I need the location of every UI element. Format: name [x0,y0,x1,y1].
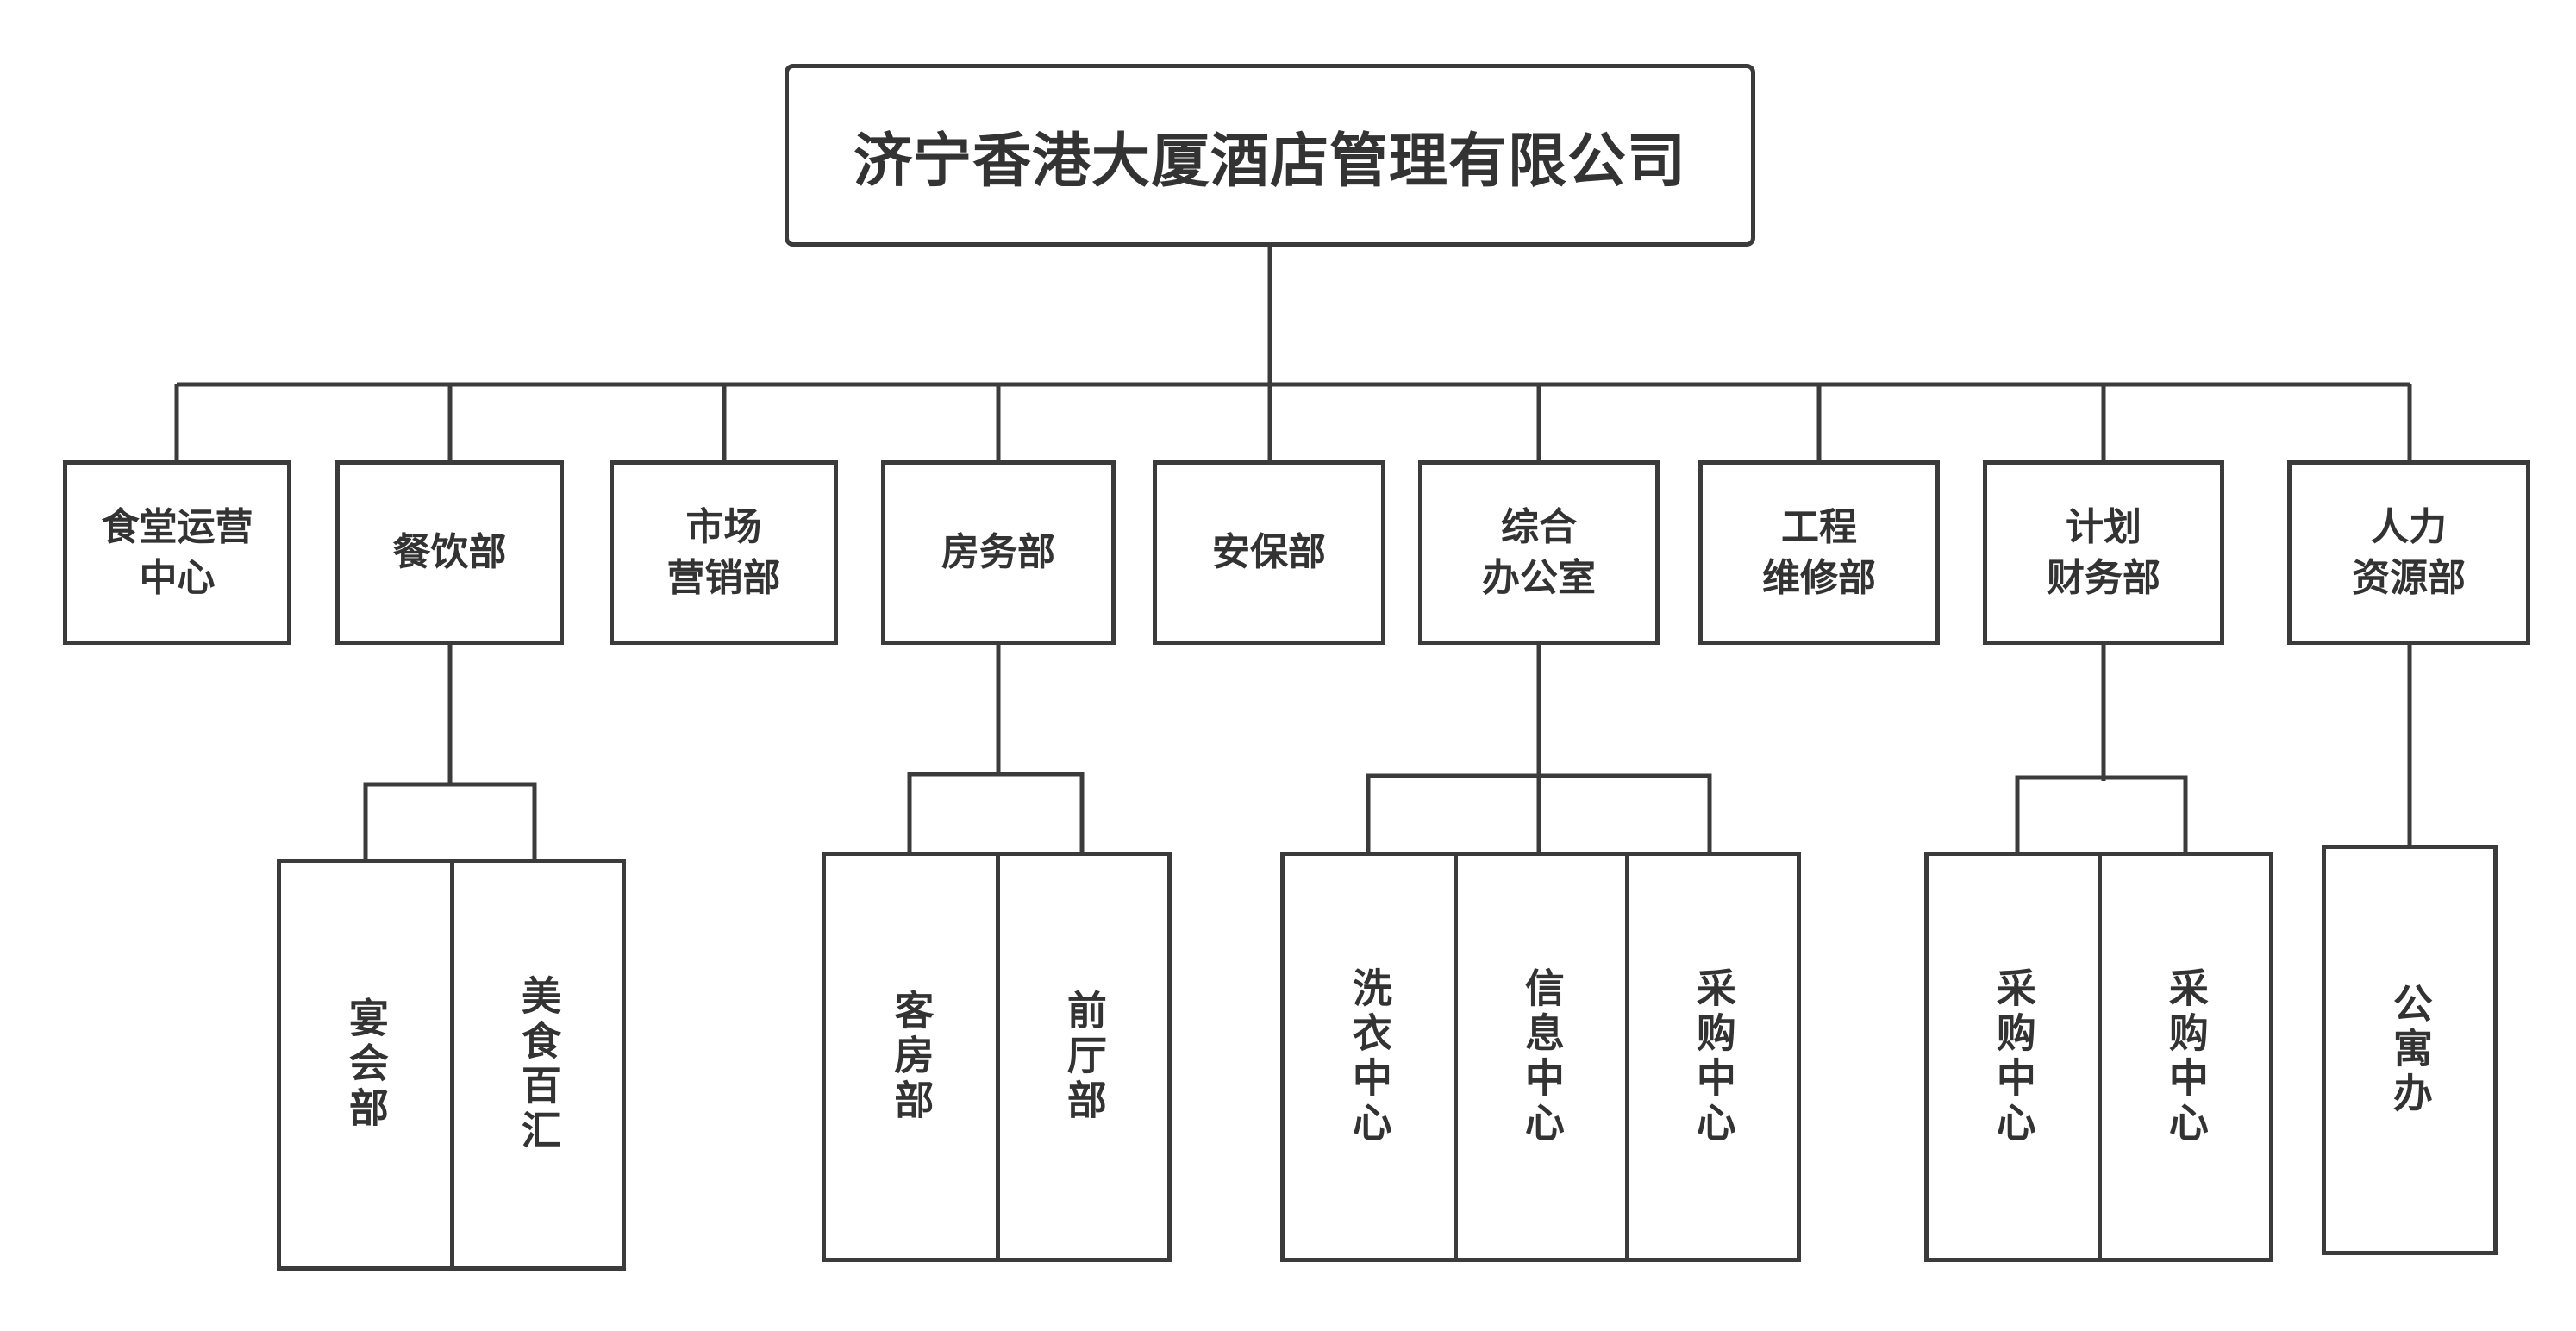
dept-catering-label: 餐饮部 [392,530,507,575]
dept-housekeeping-box: 房务部 [881,460,1116,645]
sub-front-office-label: 前厅部 [1060,990,1108,1124]
sub-finance-purchasing-2-box: 采购中心 [2098,852,2273,1262]
dept-marketing-box: 市场 营销部 [610,460,838,645]
dept-marketing-label: 市场 营销部 [666,504,781,600]
dept-canteen-box: 食堂运营 中心 [63,460,291,645]
sub-finance-purchasing-1-label: 采购中心 [1990,967,2037,1147]
sub-banquet-label: 宴会部 [342,997,390,1132]
dept-security-label: 安保部 [1212,530,1326,575]
sub-buffet-label: 美食百汇 [515,975,562,1154]
sub-buffet-box: 美食百汇 [450,859,626,1271]
dept-general-office-box: 综合 办公室 [1418,460,1660,645]
sub-information-center-box: 信息中心 [1454,852,1629,1262]
sub-banquet-box: 宴会部 [277,859,454,1271]
sub-apartment-office-label: 公寓办 [2386,983,2434,1117]
sub-finance-purchasing-1-box: 采购中心 [1924,852,2102,1262]
sub-apartment-office-box: 公寓办 [2322,845,2498,1255]
dept-catering-box: 餐饮部 [335,460,564,645]
sub-laundry-center-box: 洗衣中心 [1280,852,1458,1262]
sub-purchasing-center-box: 采购中心 [1625,852,1801,1262]
dept-finance-label: 计划 财务部 [2047,504,2160,600]
root-company-label: 济宁香港大厦酒店管理有限公司 [853,127,1686,196]
root-company-box: 济宁香港大厦酒店管理有限公司 [785,64,1755,247]
dept-housekeeping-label: 房务部 [941,530,1055,575]
dept-engineering-box: 工程 维修部 [1698,460,1940,645]
dept-hr-label: 人力 资源部 [2352,504,2466,600]
sub-guest-rooms-box: 客房部 [822,852,1000,1262]
dept-security-box: 安保部 [1153,460,1385,645]
dept-canteen-label: 食堂运营 中心 [101,504,253,600]
sub-finance-purchasing-2-label: 采购中心 [2162,967,2210,1147]
sub-purchasing-center-label: 采购中心 [1690,967,1737,1147]
dept-finance-box: 计划 财务部 [1983,460,2224,645]
dept-hr-box: 人力 资源部 [2287,460,2530,645]
sub-guest-rooms-label: 客房部 [888,990,935,1124]
sub-front-office-box: 前厅部 [996,852,1172,1262]
sub-laundry-center-label: 洗衣中心 [1346,967,1393,1147]
dept-engineering-label: 工程 维修部 [1762,504,1876,600]
sub-information-center-label: 信息中心 [1518,967,1566,1147]
dept-general-office-label: 综合 办公室 [1482,504,1596,600]
